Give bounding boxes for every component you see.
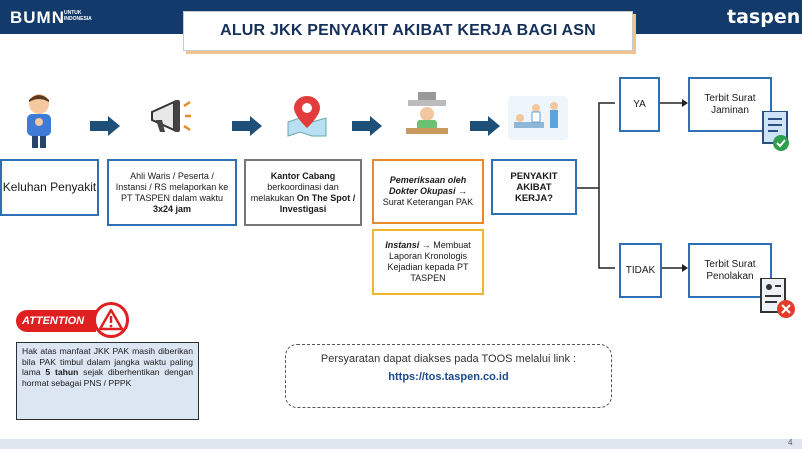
- step-keluhan-penyakit: Keluhan Penyakit: [0, 159, 99, 216]
- decision-pak: PENYAKIT AKIBAT KERJA?: [491, 159, 577, 215]
- result-surat-jaminan: Terbit Surat Jaminan: [688, 77, 772, 132]
- page-title: ALUR JKK PENYAKIT AKIBAT KERJA BAGI ASN: [183, 11, 633, 51]
- attention-label: ATTENTION: [16, 310, 96, 332]
- requirements-box: Persyaratan dapat diakses pada TOOS mela…: [285, 344, 612, 408]
- result-surat-penolakan: Terbit Surat Penolakan: [688, 243, 772, 298]
- warning-icon: [93, 302, 129, 338]
- step-laporan: Ahli Waris / Peserta / Instansi / RS mel…: [107, 159, 237, 226]
- map-pin-icon: [287, 96, 327, 137]
- taspen-logo: taspen: [727, 6, 801, 28]
- rejected-document-icon: [760, 278, 795, 318]
- bumn-logo: BUMN UNTUK INDONESIA: [10, 8, 92, 27]
- arrow-icon: [470, 116, 500, 136]
- decision-yes: YA: [619, 77, 660, 132]
- step-pemeriksaan: Pemeriksaan oleh Dokter Okupasi → Surat …: [372, 159, 484, 224]
- branch-connector: [577, 102, 615, 269]
- arrow-icon: [232, 116, 262, 136]
- arrow-icon: [352, 116, 382, 136]
- step-laporan-instansi: Instansi → Membuat Laporan Kronologis Ke…: [372, 229, 484, 295]
- decision-no: TIDAK: [619, 243, 662, 298]
- sick-person-icon: [27, 94, 51, 148]
- toos-link[interactable]: https://tos.taspen.co.id: [388, 371, 509, 383]
- arrow-icon: [90, 116, 120, 136]
- branch-connector: [660, 99, 688, 272]
- megaphone-icon: [151, 100, 191, 132]
- page-number: 4: [788, 438, 793, 447]
- approved-document-icon: [762, 111, 789, 151]
- doctor-examination-icon: [406, 92, 448, 134]
- step-investigasi: Kantor Cabang berkoordinasi dan melakuka…: [244, 159, 362, 226]
- requirements-text: Persyaratan dapat diakses pada TOOS mela…: [320, 353, 577, 365]
- footer-bar: [0, 439, 802, 449]
- hospital-care-icon: [508, 96, 568, 140]
- attention-note: Hak atas manfaat JKK PAK masih diberikan…: [16, 342, 199, 420]
